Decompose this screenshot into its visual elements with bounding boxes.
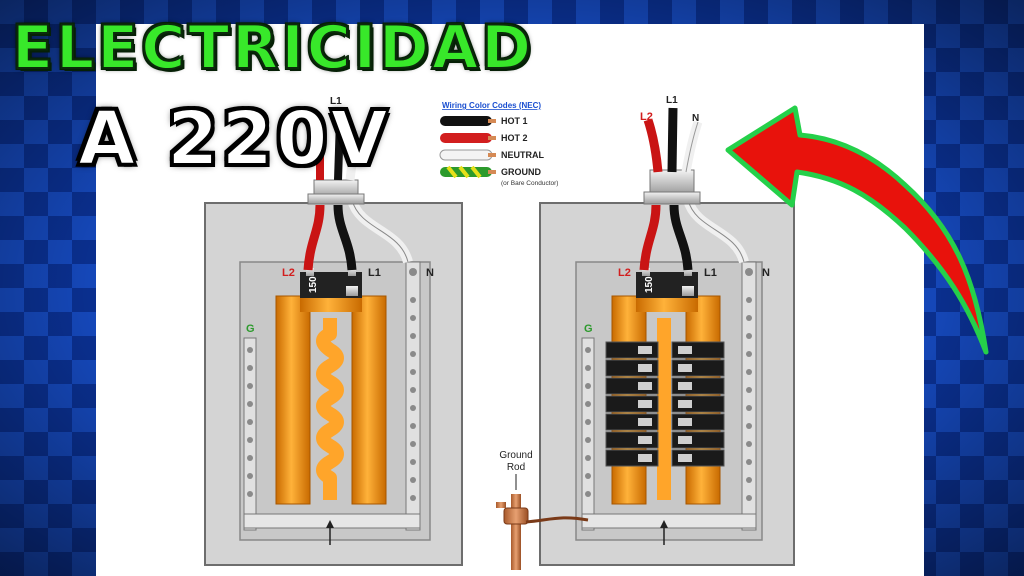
right-label-n-top: N [692,113,699,124]
legend-label-ground: GROUND [501,167,541,177]
legend-wire-ground [440,165,496,179]
legend-label-neutral: NEUTRAL [501,150,544,160]
legend-label-hot2: HOT 2 [501,133,528,143]
main-breaker-rating-right: 150 [644,276,655,293]
right-label-l1: L1 [704,267,717,279]
left-label-l1-top: L1 [330,96,342,107]
right-label-l1-top: L1 [666,95,678,106]
main-breaker-rating-left: 150 [308,276,319,293]
left-label-l1: L1 [368,267,381,279]
left-feeder-wires [303,119,413,271]
left-label-n: N [426,267,434,279]
red-pointer-arrow [725,105,989,355]
legend-label-hot1: HOT 1 [501,116,528,126]
right-label-l2-top: L2 [640,111,653,123]
legend-wire-neutral [439,149,496,161]
ground-rod-label-line2: Rod [507,462,525,473]
left-label-g: G [246,323,255,335]
ground-rod-label-line1: Ground [499,450,532,461]
right-electrical-panel: 150 [539,202,795,566]
title-line-2: A 220V [77,96,391,182]
title-line-1: ELECTRICIDAD [11,13,535,83]
left-electrical-panel: 150 [204,202,463,566]
legend-ground-note: (or Bare Conductor) [501,180,558,187]
right-label-n: N [762,267,770,279]
right-label-g: G [584,323,593,335]
legend-wire-hot1 [440,116,496,126]
left-label-l2: L2 [282,267,295,279]
legend-wire-hot2 [440,133,496,143]
right-feeder-wires [639,107,749,271]
wiring-legend: Wiring Color Codes (NEC) HOT 1 HOT 2 NEU… [439,101,558,187]
ground-rod: Ground Rod [496,450,589,570]
right-label-l2: L2 [618,267,631,279]
branch-breakers [605,341,725,467]
legend-heading: Wiring Color Codes (NEC) [442,101,541,110]
